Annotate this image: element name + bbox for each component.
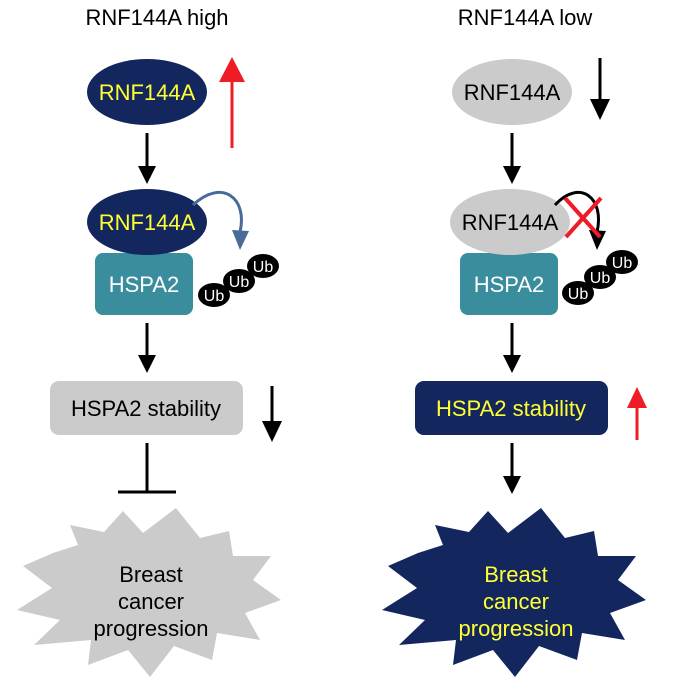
right-starburst-shape: [382, 508, 646, 677]
left-down-arrow-icon: [262, 386, 282, 442]
left-ubiquitination-arrow-icon: [191, 191, 249, 250]
left-starburst-shape: [17, 508, 281, 677]
left-ub-1-label: Ub: [204, 288, 225, 305]
right-arrow-3-icon: [503, 443, 521, 494]
left-title: RNF144A high: [85, 5, 228, 30]
right-ub-chain: Ub Ub Ub: [562, 250, 638, 305]
right-arrow-1-icon: [503, 133, 521, 184]
right-up-arrow-icon: [627, 387, 647, 440]
right-ub-2-icon: [584, 265, 616, 289]
left-hspa2-label: HSPA2: [109, 272, 180, 297]
right-title: RNF144A low: [458, 5, 593, 30]
left-outcome-line-3: progression: [94, 616, 209, 641]
left-ub-1-icon: [198, 283, 230, 307]
right-hspa2-box: [460, 253, 558, 315]
left-ub-3-icon: [247, 254, 279, 278]
right-cross-icon: [563, 196, 603, 239]
right-stability-box: [415, 381, 608, 435]
left-hspa2-box: [95, 253, 193, 315]
left-ub-2-label: Ub: [229, 274, 250, 291]
right-rnf144a-complex-label: RNF144A: [462, 210, 559, 235]
left-rnf144a-complex-label: RNF144A: [99, 210, 196, 235]
left-ub-chain: Ub Ub Ub: [198, 254, 279, 307]
left-stability-label: HSPA2 stability: [71, 396, 221, 421]
right-down-arrow-top-icon: [590, 58, 610, 120]
right-blocked-ubiquitination-arrow-icon: [553, 191, 606, 250]
left-rnf144a-complex-node: [87, 189, 207, 255]
left-ub-2-icon: [223, 269, 255, 293]
left-ub-3-label: Ub: [253, 259, 274, 276]
left-rnf144a-top-node: [87, 59, 207, 125]
right-outcome-line-3: progression: [459, 616, 574, 641]
right-rnf144a-complex-node: [450, 189, 570, 255]
left-arrow-1-icon: [138, 133, 156, 184]
right-ub-2-label: Ub: [590, 270, 611, 287]
right-rnf144a-top-label: RNF144A: [464, 80, 561, 105]
right-ub-3-icon: [606, 250, 638, 274]
right-outcome-line-2: cancer: [483, 589, 549, 614]
left-arrow-2-icon: [138, 323, 156, 373]
right-ub-3-label: Ub: [612, 255, 633, 272]
left-up-arrow-icon: [219, 57, 245, 148]
left-inhibition-icon: [118, 443, 176, 494]
right-outcome-line-1: Breast: [484, 562, 548, 587]
right-ub-1-label: Ub: [568, 286, 589, 303]
right-rnf144a-top-node: [452, 59, 572, 125]
right-ub-1-icon: [562, 281, 594, 305]
right-stability-label: HSPA2 stability: [436, 396, 586, 421]
left-outcome-line-1: Breast: [119, 562, 183, 587]
right-arrow-2-icon: [503, 323, 521, 373]
left-rnf144a-top-label: RNF144A: [99, 80, 196, 105]
right-hspa2-label: HSPA2: [474, 272, 545, 297]
left-stability-box: [50, 381, 243, 435]
left-outcome-line-2: cancer: [118, 589, 184, 614]
